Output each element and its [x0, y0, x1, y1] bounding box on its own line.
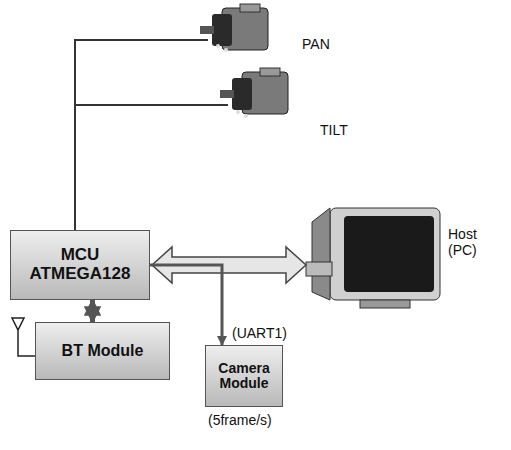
part-label: TILT — [318, 122, 350, 138]
signal-label: (UART1) — [230, 325, 289, 341]
module-name: BT Module — [62, 342, 144, 360]
antenna-symbol — [12, 318, 35, 356]
motor-wire — [75, 40, 228, 230]
module-name: MCU ATMEGA128 — [17, 246, 143, 283]
pan-motor — [200, 4, 268, 52]
module-box: BT Module — [35, 322, 170, 380]
module-name: Camera Module — [212, 361, 276, 392]
part-label: (5frame/s) — [206, 412, 274, 428]
part-label: Host (PC) — [446, 226, 494, 258]
module-box: MCU ATMEGA128 — [10, 230, 150, 300]
tilt-motor — [220, 68, 288, 118]
part-label: PAN — [300, 36, 332, 52]
host-computer — [306, 208, 440, 308]
data-link — [90, 300, 95, 322]
module-box: Camera Module — [205, 345, 283, 407]
